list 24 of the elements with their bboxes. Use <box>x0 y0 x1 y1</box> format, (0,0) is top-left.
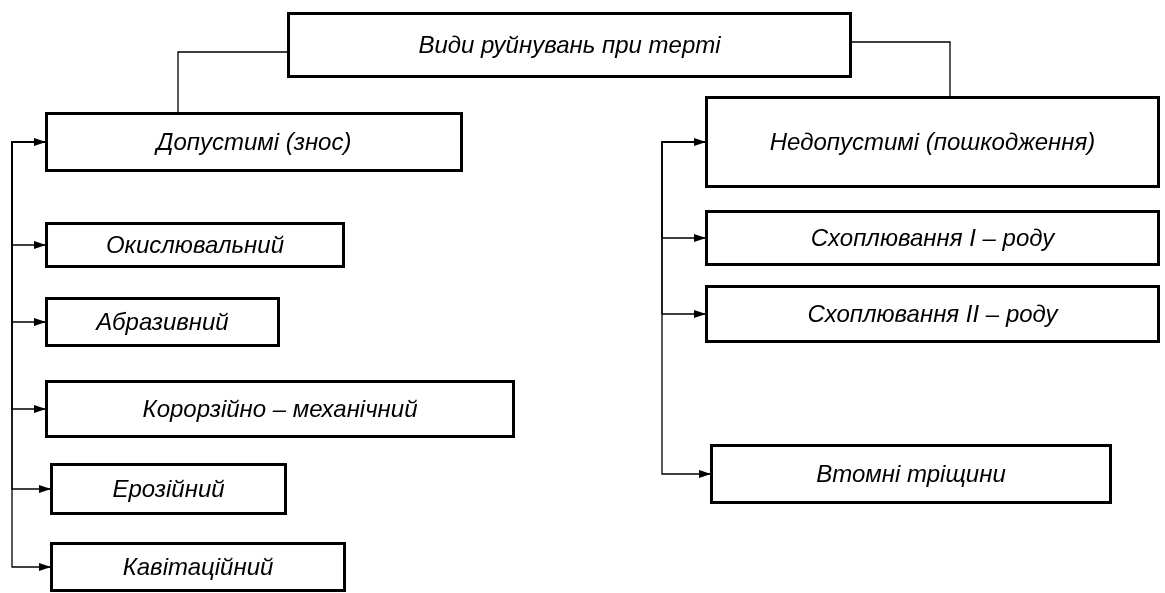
category-box <box>45 297 280 347</box>
box-label: Ерозійний <box>112 474 225 504</box>
category-box <box>705 285 1160 343</box>
box-label: Схоплювання I – роду <box>810 223 1055 253</box>
category-box <box>50 542 346 592</box>
category-box <box>705 96 1160 188</box>
box-label: Кавітаційний <box>122 552 274 582</box>
category-box <box>45 380 515 438</box>
box-label: Втомні тріщини <box>816 459 1006 489</box>
category-box <box>705 210 1160 266</box>
box-label: Види руйнувань при терті <box>418 30 721 60</box>
category-box <box>45 112 463 172</box>
box-label: Недопустимі (пошкодження) <box>769 127 1096 157</box>
connector-arrow <box>11 141 51 571</box>
category-box <box>710 444 1112 504</box>
box-label: Окислювальний <box>105 230 285 260</box>
box-label: Допустимі (знос) <box>156 127 352 157</box>
box-label: Схоплювання II – роду <box>807 299 1058 329</box>
category-box <box>287 12 852 78</box>
box-label: Абразивний <box>96 307 229 337</box>
box-label: Корорзійно – механічний <box>142 394 418 424</box>
connector-arrow <box>661 141 711 478</box>
category-box <box>50 463 287 515</box>
category-box <box>45 222 345 268</box>
